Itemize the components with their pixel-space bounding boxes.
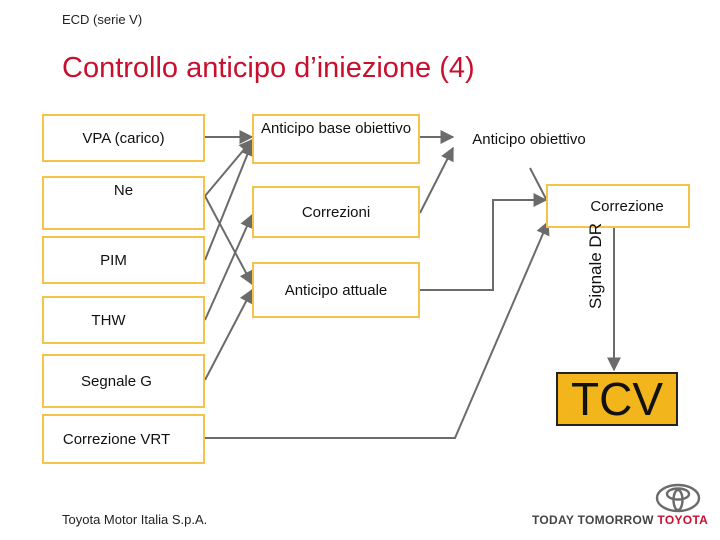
input-label-thw: THW [91, 311, 126, 329]
box-correction: Correzione [546, 184, 690, 228]
tcv-box: TCV [556, 372, 678, 426]
line-ne-to-base [204, 138, 253, 197]
line-thw-to-correzioni [204, 213, 254, 321]
input-label-segnale-g: Segnale G [81, 372, 152, 390]
input-box-ne: Ne [42, 176, 205, 230]
signal-dr-text: Signale DR [586, 223, 605, 309]
footer-slogan: TODAY TOMORROW TOYOTA [532, 513, 708, 527]
box-base-target: Anticipo base obiettivo [252, 114, 420, 164]
label-base-target: Anticipo base obiettivo [260, 120, 412, 137]
label-corrections: Correzioni [301, 203, 371, 221]
slogan-today-tomorrow: TODAY TOMORROW [532, 513, 654, 527]
line-segnaleg-to-actual [204, 288, 253, 381]
page-title: Controllo anticipo d’iniezione (4) [62, 52, 475, 84]
label-target: Anticipo obiettivo [472, 130, 586, 148]
line-vrt-to-correction [205, 220, 550, 439]
box-actual: Anticipo attuale [252, 262, 420, 318]
box-corrections: Correzioni [252, 186, 420, 238]
box-target: Anticipo obiettivo [453, 114, 605, 164]
line-actual-to-correction [420, 193, 548, 291]
tcv-label: TCV [571, 373, 663, 425]
series-label: ECD (serie V) [62, 12, 143, 27]
label-actual: Anticipo attuale [284, 281, 388, 299]
footer-company: Toyota Motor Italia S.p.A. [62, 512, 208, 527]
input-box-segnale-g: Segnale G [42, 354, 205, 408]
input-box-correzione-vrt: Correzione VRT [42, 414, 205, 464]
input-label-pim: PIM [100, 251, 127, 269]
toyota-emblem-icon [655, 483, 701, 513]
input-box-thw: THW [42, 296, 205, 344]
line-pim-to-base [204, 141, 254, 261]
input-label-vpa: VPA (carico) [82, 129, 165, 147]
line-correzioni-to-target [419, 146, 454, 214]
input-label-correzione-vrt: Correzione VRT [62, 430, 171, 448]
input-box-pim: PIM [42, 236, 205, 284]
label-correction: Correzione [590, 197, 664, 215]
input-label-ne: Ne [113, 182, 134, 199]
signal-dr-label: Signale DR [586, 188, 606, 344]
line-ne-to-actual [204, 195, 253, 286]
input-box-vpa: VPA (carico) [42, 114, 205, 162]
slogan-toyota: TOYOTA [657, 513, 709, 527]
